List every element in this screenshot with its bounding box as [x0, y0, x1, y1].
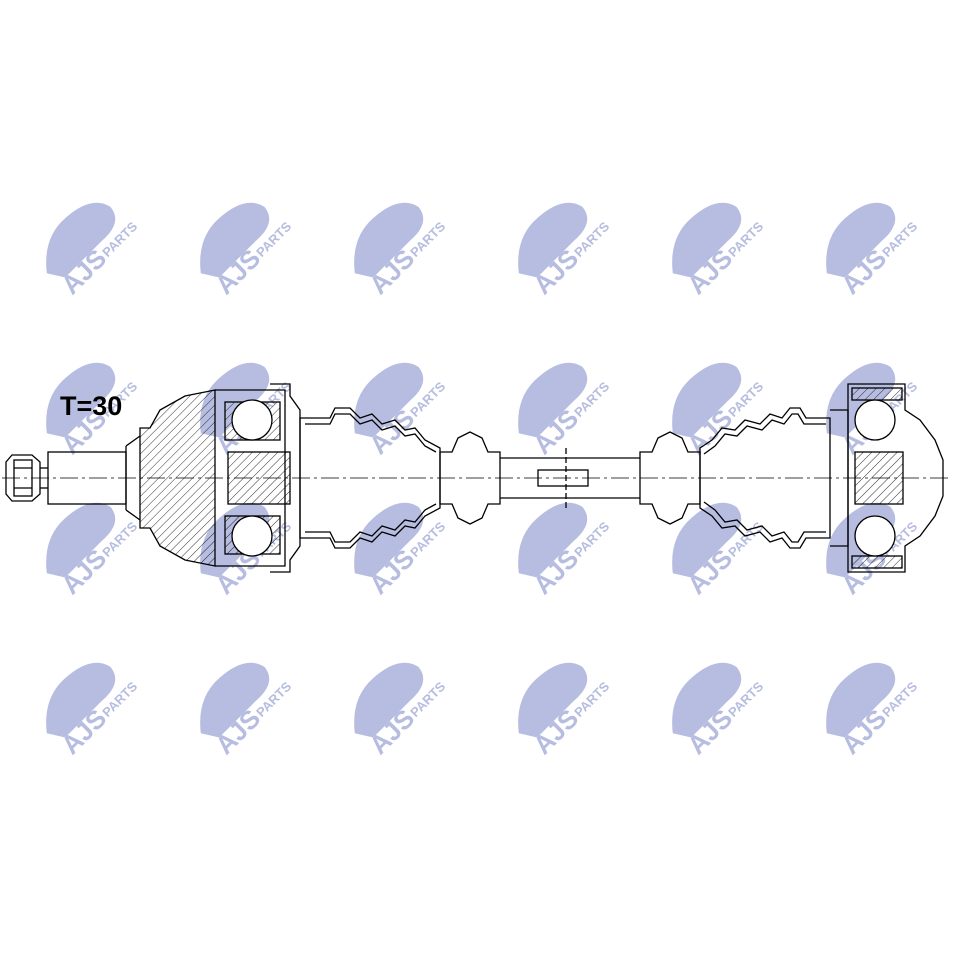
inner-cv-joint [830, 383, 944, 573]
spec-label: T=30 [60, 391, 123, 421]
main-shaft [500, 448, 640, 508]
axle-nut [5, 454, 48, 502]
inner-boot [699, 407, 831, 549]
damper-left [439, 431, 501, 525]
outer-stub-shaft [47, 435, 141, 521]
outer-cv-joint [139, 383, 301, 573]
outer-boot [299, 407, 441, 549]
